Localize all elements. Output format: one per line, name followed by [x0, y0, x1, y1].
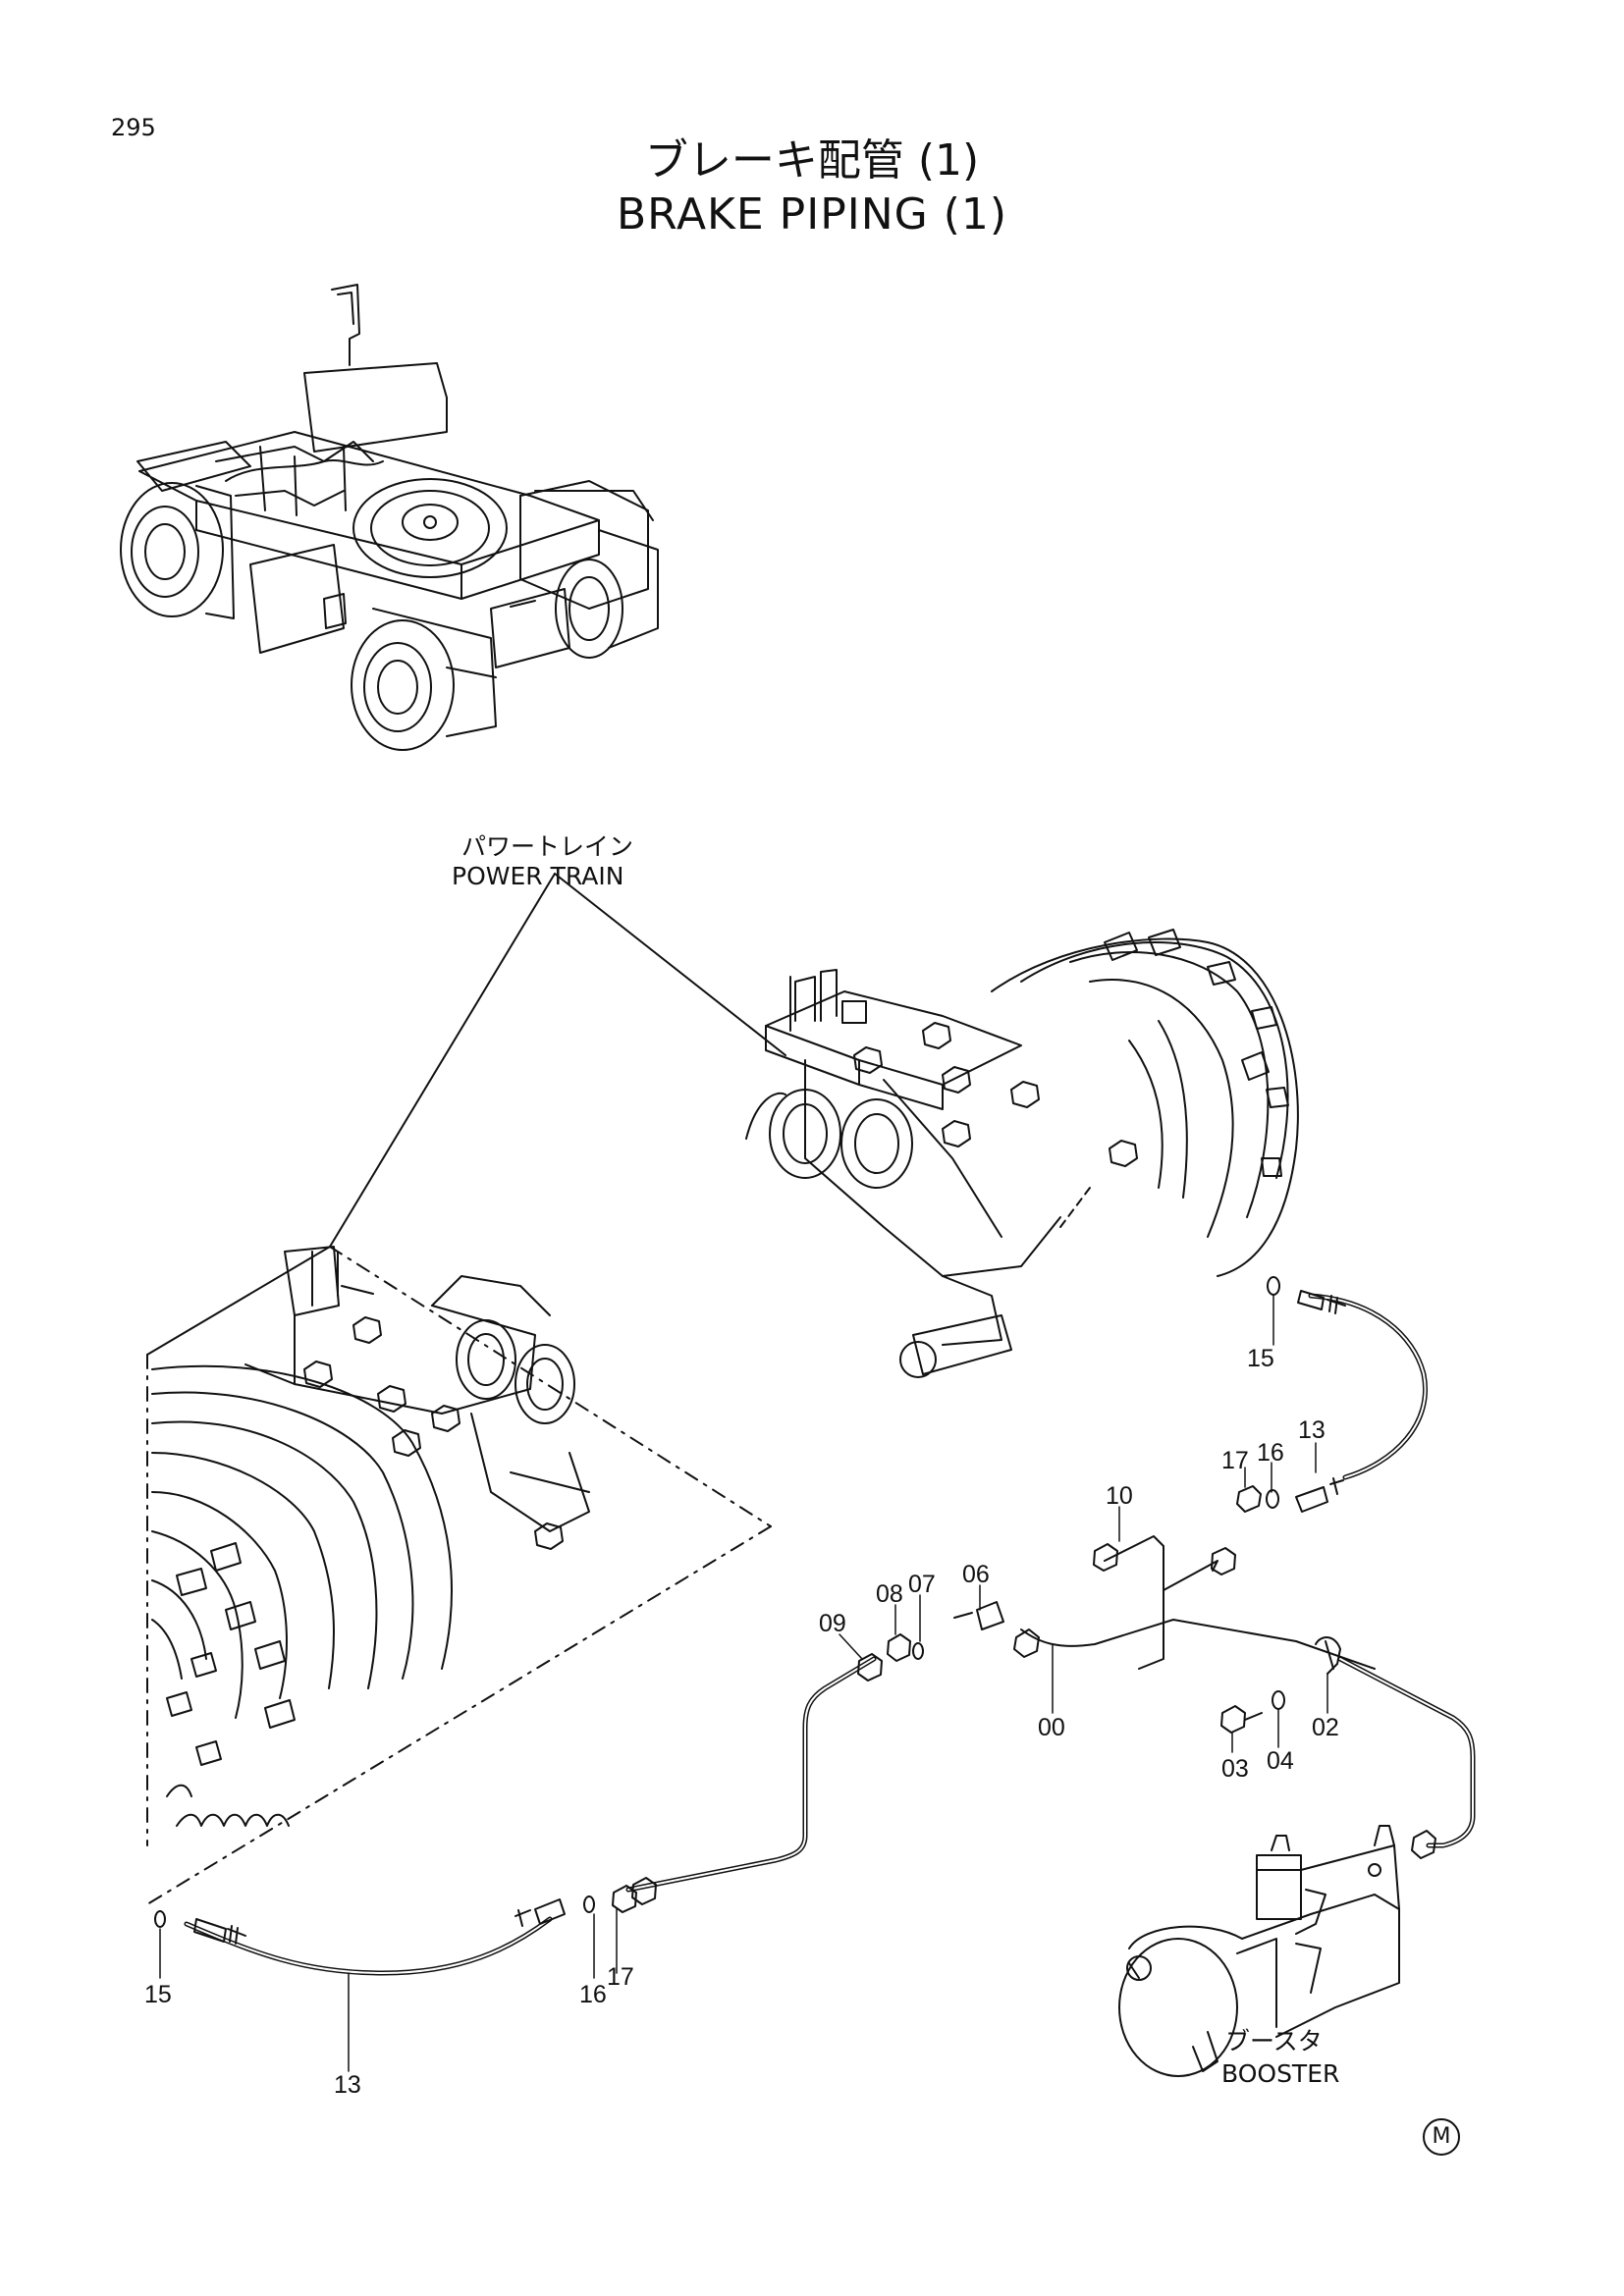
callout-09: 09: [819, 1610, 846, 1637]
callout-17-lower: 17: [607, 1963, 634, 1991]
callout-leader-lines: [160, 1296, 1327, 2071]
power-train-label: POWER TRAIN: [452, 862, 624, 890]
page-number: 295: [111, 114, 156, 141]
booster-assembly: [1119, 1826, 1399, 2076]
page-title: BRAKE PIPING (1): [616, 189, 1008, 240]
callout-15: 15: [1247, 1345, 1274, 1372]
callout-15-lower: 15: [144, 1981, 172, 2008]
manufacturer-mark: M: [1423, 2118, 1460, 2156]
callout-02: 02: [1312, 1714, 1339, 1741]
power-train-label-japanese: パワートレイン: [461, 832, 634, 861]
booster-label-japanese: ブースタ: [1225, 2027, 1323, 2056]
callout-03: 03: [1221, 1755, 1249, 1783]
callout-07: 07: [908, 1571, 936, 1598]
booster-label: BOOSTER: [1221, 2059, 1340, 2088]
callout-13: 13: [1298, 1416, 1326, 1444]
machine-overview-illustration: [121, 285, 658, 750]
page-title-japanese: ブレーキ配管 (1): [644, 135, 980, 186]
power-train-lower-detail: [152, 1247, 589, 1826]
callout-10: 10: [1106, 1482, 1133, 1510]
callout-17: 17: [1221, 1447, 1249, 1474]
callout-06: 06: [962, 1561, 990, 1588]
callout-04: 04: [1267, 1747, 1294, 1775]
callout-16: 16: [1257, 1439, 1284, 1467]
brake-piping: [155, 1277, 1473, 1973]
callout-08: 08: [876, 1580, 903, 1608]
power-train-upper-detail: [746, 930, 1298, 1377]
callout-00: 00: [1038, 1714, 1065, 1741]
callout-16-lower: 16: [579, 1981, 607, 2008]
callout-13-lower: 13: [334, 2071, 361, 2099]
